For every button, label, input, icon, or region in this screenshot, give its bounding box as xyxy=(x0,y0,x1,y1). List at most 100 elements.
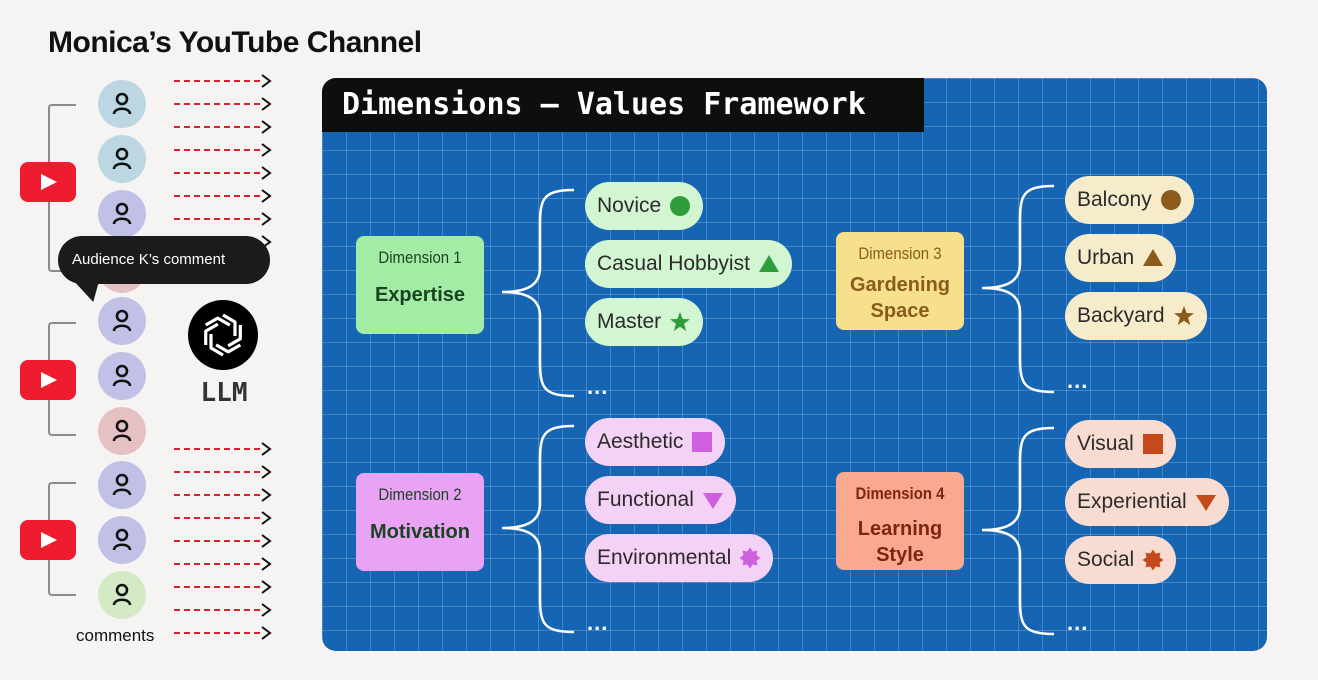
user-icon xyxy=(112,419,132,442)
avatar xyxy=(98,190,146,238)
avatar xyxy=(98,571,146,619)
value-label: Social xyxy=(1077,548,1135,571)
dashed-arrow xyxy=(174,488,272,502)
square-icon xyxy=(691,418,713,466)
dashed-arrow xyxy=(174,189,272,203)
more-values-ellipsis: ... xyxy=(587,374,609,399)
avatar xyxy=(98,352,146,400)
value-label: Novice xyxy=(597,194,662,217)
dashed-arrow xyxy=(174,557,272,571)
dashed-arrow xyxy=(174,143,272,157)
triangle-down-icon xyxy=(1195,478,1217,526)
dimension-name: Motivation xyxy=(370,521,470,543)
user-icon xyxy=(112,473,132,496)
user-icon xyxy=(112,309,132,332)
dimension-name: Learning Style xyxy=(857,518,943,566)
openai-logo-icon xyxy=(188,300,258,370)
dashed-arrow xyxy=(174,212,272,226)
brace-dimension-1 xyxy=(501,188,575,398)
dashed-arrow xyxy=(174,120,272,134)
dashed-arrow xyxy=(174,465,272,479)
value-pill: Balcony xyxy=(1065,176,1194,224)
dashed-arrow xyxy=(174,166,272,180)
framework-panel: Dimensions – Values Framework Dimension … xyxy=(322,78,1267,651)
brace-dimension-2 xyxy=(501,424,575,634)
dimension-3-box: Dimension 3 Gardening Space xyxy=(836,232,964,330)
triangle-down-icon xyxy=(702,476,724,524)
more-values-ellipsis: ... xyxy=(1067,610,1089,635)
dashed-arrow xyxy=(174,511,272,525)
avatar xyxy=(98,461,146,509)
value-pill: Aesthetic xyxy=(585,418,726,466)
value-pill: Backyard xyxy=(1065,292,1207,340)
framework-title: Dimensions – Values Framework xyxy=(322,78,924,132)
brace-dimension-3 xyxy=(981,184,1055,394)
triangle-up-icon xyxy=(758,240,780,288)
star-icon xyxy=(1173,292,1195,340)
avatar xyxy=(98,516,146,564)
dimension-1-box: Dimension 1 Expertise xyxy=(356,236,484,334)
dimension-label: Dimension 2 xyxy=(378,485,462,504)
starburst-icon xyxy=(1142,536,1164,584)
value-pill: Urban xyxy=(1065,234,1177,282)
value-pill: Experiential xyxy=(1065,478,1229,526)
user-icon xyxy=(112,528,132,551)
triangle-up-icon xyxy=(1142,234,1164,282)
value-label: Casual Hobbyist xyxy=(597,252,750,275)
value-label: Visual xyxy=(1077,432,1134,455)
value-label: Balcony xyxy=(1077,188,1152,211)
dashed-arrow xyxy=(174,626,272,640)
value-pill: Functional xyxy=(585,476,736,524)
channel-title: Monica’s YouTube Channel xyxy=(48,26,422,59)
dashed-arrow xyxy=(174,97,272,111)
more-values-ellipsis: ... xyxy=(1067,368,1089,393)
youtube-play-icon[interactable] xyxy=(20,520,76,560)
value-label: Backyard xyxy=(1077,304,1165,327)
user-icon xyxy=(112,583,132,606)
star-icon xyxy=(669,298,691,346)
dimension-name: Expertise xyxy=(374,284,466,306)
value-pill: Master xyxy=(585,298,704,346)
dimension-label: Dimension 4 xyxy=(855,484,945,503)
bubble-tail xyxy=(74,282,106,302)
square-icon xyxy=(1142,420,1164,468)
value-label: Master xyxy=(597,310,662,333)
audience-comment-bubble: Audience K’s comment xyxy=(58,236,270,284)
user-icon xyxy=(112,92,132,115)
dashed-arrow xyxy=(174,74,272,88)
value-label: Urban xyxy=(1077,246,1135,269)
avatar xyxy=(98,407,146,455)
youtube-play-icon[interactable] xyxy=(20,360,76,400)
dashed-arrow xyxy=(174,442,272,456)
value-pill: Visual xyxy=(1065,420,1176,468)
avatar xyxy=(98,135,146,183)
value-label: Experiential xyxy=(1077,490,1187,513)
dimension-label: Dimension 1 xyxy=(378,248,462,267)
comments-label: comments xyxy=(76,626,155,645)
user-icon xyxy=(112,147,132,170)
value-pill: Social xyxy=(1065,536,1177,584)
value-label: Environmental xyxy=(597,546,732,569)
value-pill: Casual Hobbyist xyxy=(585,240,792,288)
llm-label: LLM xyxy=(200,378,248,408)
dimension-2-box: Dimension 2 Motivation xyxy=(356,473,484,571)
circle-icon xyxy=(669,182,691,230)
circle-icon xyxy=(1160,176,1182,224)
value-pill: Novice xyxy=(585,182,704,230)
dashed-arrow xyxy=(174,580,272,594)
user-icon xyxy=(112,202,132,225)
dimension-label: Dimension 3 xyxy=(858,244,942,263)
dimension-name: Gardening Space xyxy=(850,274,951,322)
value-pill: Environmental xyxy=(585,534,774,582)
dimension-4-box: Dimension 4 Learning Style xyxy=(836,472,964,570)
avatar xyxy=(98,80,146,128)
avatar xyxy=(98,297,146,345)
user-icon xyxy=(112,364,132,387)
brace-dimension-4 xyxy=(981,426,1055,636)
dashed-arrow xyxy=(174,603,272,617)
value-label: Aesthetic xyxy=(597,430,684,453)
dashed-arrow xyxy=(174,534,272,548)
youtube-play-icon[interactable] xyxy=(20,162,76,202)
more-values-ellipsis: ... xyxy=(587,610,609,635)
value-label: Functional xyxy=(597,488,694,511)
